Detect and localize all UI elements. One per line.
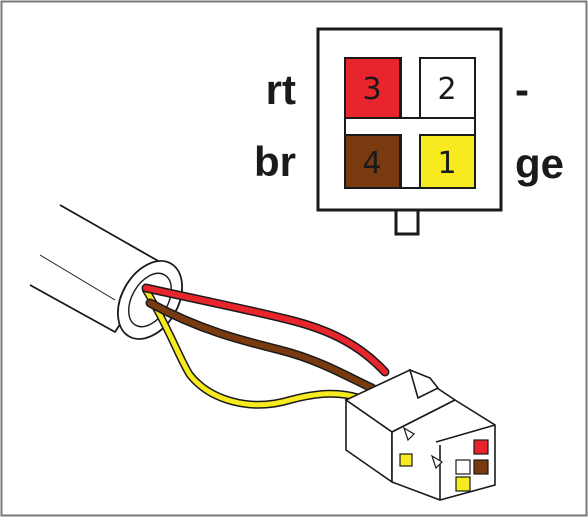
cable-sheath-edge [39, 254, 116, 301]
wire-red-fill [143, 285, 388, 375]
pinout-latch [394, 208, 420, 236]
pinout-diagram: 3 2 4 1 rt br - ge [254, 27, 564, 236]
pin-2-cell [419, 57, 476, 119]
pin-3-number: 3 [362, 72, 381, 107]
label-br: br [254, 138, 296, 185]
pin-1-number: 1 [437, 146, 456, 181]
wire-yellow-fill [143, 287, 363, 408]
pin-2-number: 2 [437, 72, 456, 107]
wire-brown-fill [147, 300, 375, 391]
cable-illustration [29, 204, 496, 501]
pin-3-cell [344, 57, 401, 119]
pin-4-cell [344, 134, 401, 189]
connector-pins [399, 426, 489, 492]
label-dash: - [515, 66, 529, 113]
pin-4-number: 4 [362, 146, 381, 181]
connector-plug [344, 368, 496, 501]
label-ge: ge [515, 140, 564, 187]
pin-1-cell [419, 134, 476, 189]
label-rt: rt [266, 66, 296, 113]
